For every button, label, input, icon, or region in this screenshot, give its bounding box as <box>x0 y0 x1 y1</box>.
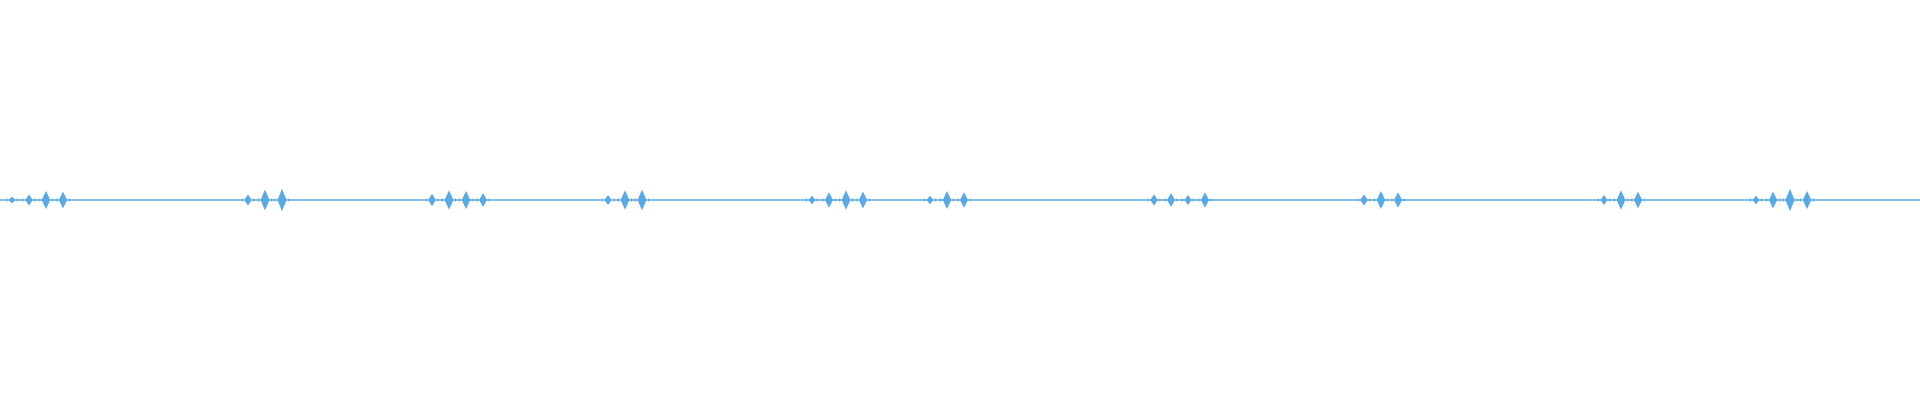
pulse-group <box>1147 192 1212 208</box>
waveform-spike <box>1616 190 1626 210</box>
waveform-spike <box>858 191 868 209</box>
waveform-spike <box>808 195 816 205</box>
waveform-spike <box>1167 193 1175 207</box>
waveform-spike <box>1785 188 1795 212</box>
waveform-spike <box>1184 195 1192 205</box>
waveform-spike <box>604 195 612 205</box>
waveform-spike <box>824 192 834 208</box>
waveform-spike <box>1802 190 1812 210</box>
pulse-group <box>923 190 971 210</box>
pulse-group <box>6 190 70 210</box>
waveform-spike <box>1360 194 1368 206</box>
waveform-spike <box>959 192 969 208</box>
waveform-spike <box>8 196 16 204</box>
waveform-spike <box>620 190 630 210</box>
waveform-spike <box>428 193 436 207</box>
waveform-spike <box>1752 195 1760 205</box>
pulse-group <box>805 190 870 210</box>
waveform-spike <box>58 191 68 209</box>
waveform-spike <box>25 194 33 206</box>
pulse-group <box>241 188 290 212</box>
waveform-spike <box>461 190 471 210</box>
pulse-group <box>1357 190 1405 210</box>
waveform-spike <box>244 194 252 206</box>
pulse-group <box>601 189 649 211</box>
waveform-spike <box>637 189 647 211</box>
waveform-spike <box>1633 191 1643 209</box>
pulse-group <box>1749 188 1814 212</box>
waveform-spike <box>942 190 952 210</box>
waveform-spike <box>1600 195 1608 205</box>
waveform-spike <box>41 190 51 210</box>
waveform-pulses <box>6 188 1814 212</box>
waveform-spike <box>1376 190 1386 210</box>
waveform-spike <box>1768 191 1778 209</box>
pulse-group <box>425 190 490 210</box>
waveform-spike <box>1200 192 1210 208</box>
waveform-spike <box>926 195 934 205</box>
pulse-group <box>1597 190 1645 210</box>
waveform-spike <box>1150 194 1158 206</box>
waveform-spike <box>444 190 454 210</box>
waveform-spike <box>1393 192 1403 208</box>
waveform-spike <box>277 188 287 212</box>
waveform-spike <box>479 193 487 207</box>
waveform-spike <box>260 189 270 211</box>
waveform-spike <box>841 190 851 210</box>
